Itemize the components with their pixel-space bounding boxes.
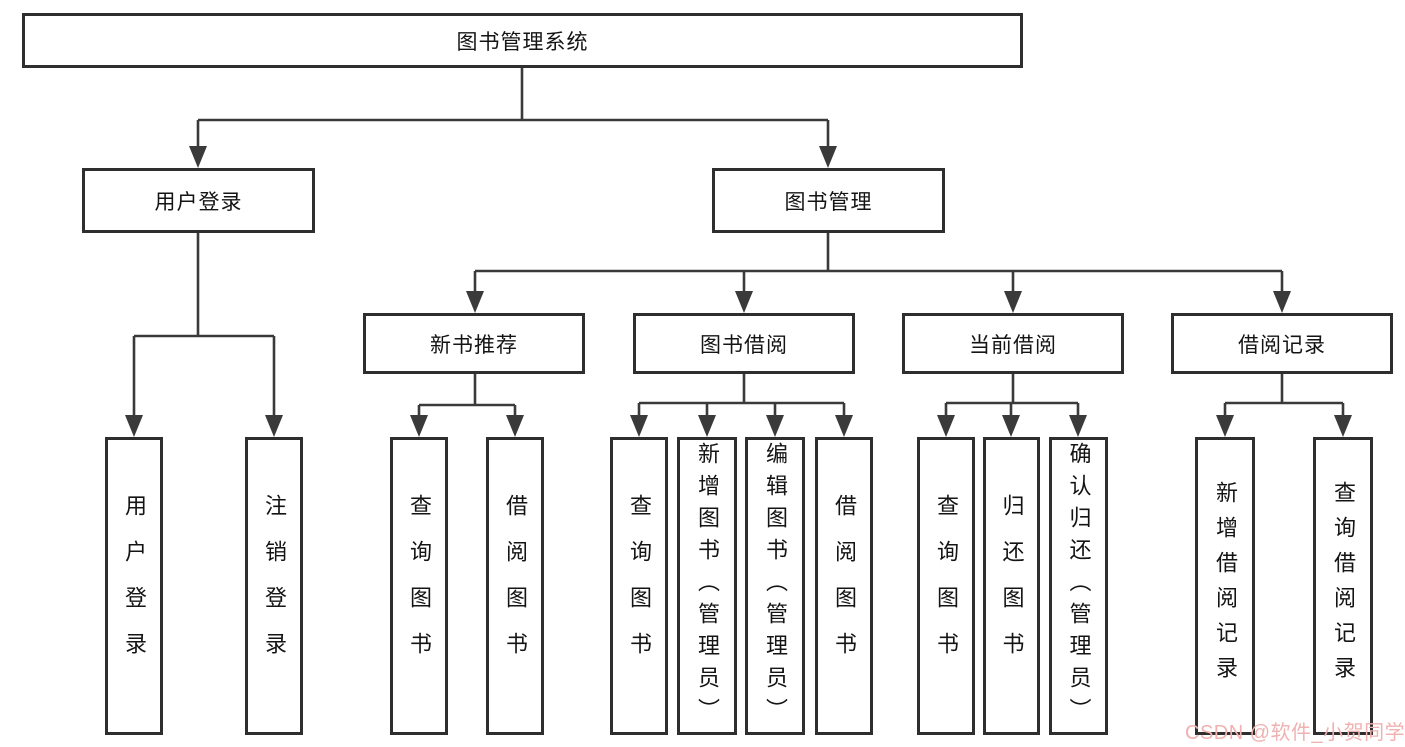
leaf-logout-label: 注销登录: [262, 494, 287, 678]
leaf-user-login: 用户登录: [105, 437, 163, 735]
leaf-add-borrow-record: 新增借阅记录: [1195, 437, 1255, 735]
node-current-borrowing-label: 当前借阅: [969, 333, 1057, 357]
node-book-borrowing-label: 图书借阅: [700, 333, 788, 357]
node-new-book-recommendation-label: 新书推荐: [430, 333, 518, 357]
leaf-confirm-return-admin-label: 确认归还（管理员）: [1066, 442, 1092, 730]
leaf-return-books: 归还图书: [983, 437, 1040, 735]
leaf-query-books-recommend-label: 查询图书: [407, 494, 432, 678]
leaf-confirm-return-admin: 确认归还（管理员）: [1049, 437, 1108, 735]
node-user-login-branch: 用户登录: [82, 168, 315, 233]
node-new-book-recommendation: 新书推荐: [363, 313, 585, 374]
leaf-add-books-admin-label: 新增图书（管理员）: [695, 442, 720, 730]
leaf-query-books-current-label: 查询图书: [934, 494, 959, 678]
node-book-management-label: 图书管理: [784, 190, 873, 214]
leaf-add-borrow-record-label: 新增借阅记录: [1213, 481, 1238, 691]
arrowheads: [125, 146, 1352, 437]
leaf-borrow-books-recommend: 借阅图书: [486, 437, 544, 735]
leaf-return-books-label: 归还图书: [999, 494, 1025, 678]
leaf-borrow-books-recommend-label: 借阅图书: [503, 494, 528, 678]
leaf-add-books-admin: 新增图书（管理员）: [677, 437, 737, 735]
leaf-edit-books-admin-label: 编辑图书（管理员）: [763, 442, 788, 730]
leaf-query-borrow-record-label: 查询借阅记录: [1331, 481, 1356, 691]
node-root-system: 图书管理系统: [22, 13, 1023, 68]
leaf-user-login-label: 用户登录: [122, 494, 147, 678]
node-root-label: 图书管理系统: [456, 30, 589, 54]
leaf-query-books-recommend: 查询图书: [390, 437, 448, 735]
leaf-query-books-current: 查询图书: [917, 437, 975, 735]
node-book-management-branch: 图书管理: [712, 168, 945, 233]
leaf-borrow-books: 借阅图书: [815, 437, 873, 735]
node-borrowing-records: 借阅记录: [1171, 313, 1393, 374]
leaf-query-borrow-record: 查询借阅记录: [1313, 437, 1373, 735]
leaf-borrow-books-label: 借阅图书: [832, 494, 857, 678]
leaf-edit-books-admin: 编辑图书（管理员）: [745, 437, 805, 735]
csdn-watermark: CSDN @软件_小贺同学: [1185, 722, 1405, 744]
node-book-borrowing: 图书借阅: [633, 313, 855, 374]
node-user-login-label: 用户登录: [154, 190, 243, 214]
leaf-logout: 注销登录: [245, 437, 303, 735]
leaf-query-books-borrowing-label: 查询图书: [627, 494, 652, 678]
node-borrowing-records-label: 借阅记录: [1238, 333, 1326, 357]
node-current-borrowing: 当前借阅: [902, 313, 1124, 374]
leaf-query-books-borrowing: 查询图书: [610, 437, 668, 735]
